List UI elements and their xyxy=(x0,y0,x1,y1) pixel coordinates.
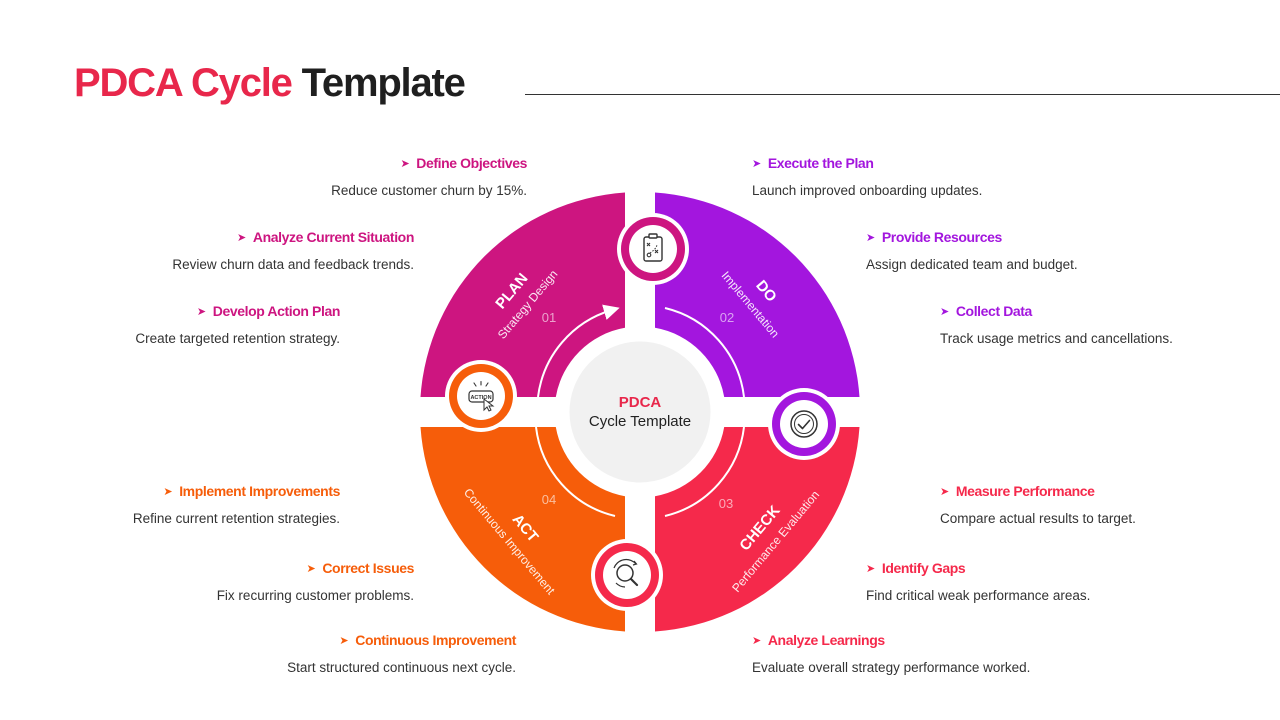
title-divider xyxy=(525,94,1280,95)
plan-inner-arrow xyxy=(537,304,620,398)
arrow-right-icon: ➤ xyxy=(940,486,949,498)
check-segment xyxy=(655,427,860,632)
plan-item-analyze-situation: ➤Analyze Current Situation Review churn … xyxy=(172,229,414,272)
act-inner-line xyxy=(535,426,616,517)
arrow-right-icon: ➤ xyxy=(752,158,761,170)
arrow-right-icon: ➤ xyxy=(400,158,410,170)
checkmark-badge-icon xyxy=(768,388,840,460)
center-title: PDCA xyxy=(619,394,662,411)
arrow-right-icon: ➤ xyxy=(866,563,875,575)
arrow-right-icon: ➤ xyxy=(339,635,349,647)
act-item-implement-improvements: ➤Implement Improvements Refine current r… xyxy=(132,483,341,526)
act-item-continuous-improvement: ➤Continuous Improvement Start structured… xyxy=(287,632,516,675)
do-item-execute-plan: ➤Execute the Plan Launch improved onboar… xyxy=(752,155,983,198)
arrow-right-icon: ➤ xyxy=(196,306,206,318)
check-item-identify-gaps: ➤Identify Gaps Find critical weak perfor… xyxy=(866,560,1091,603)
magnifier-refresh-icon xyxy=(591,539,663,611)
do-segment xyxy=(655,192,860,397)
do-item-collect-data: ➤Collect Data Track usage metrics and ca… xyxy=(940,303,1173,346)
plan-segment xyxy=(420,192,625,397)
center-circle xyxy=(566,338,714,486)
center-subtitle: Cycle Template xyxy=(589,413,691,430)
do-item-provide-resources: ➤Provide Resources Assign dedicated team… xyxy=(866,229,1078,272)
check-inner-line xyxy=(664,426,745,517)
act-item-correct-issues: ➤Correct Issues Fix recurring customer p… xyxy=(216,560,415,603)
title-rest: Template xyxy=(301,61,466,105)
do-number: 02 xyxy=(720,310,734,325)
act-number: 04 xyxy=(542,492,556,507)
strategy-board-icon xyxy=(617,213,689,285)
plan-item-develop-action-plan: ➤Develop Action Plan Create targeted ret… xyxy=(135,303,340,346)
do-inner-line xyxy=(664,307,745,398)
plan-item-define-objectives: ➤Define Objectives Reduce customer churn… xyxy=(331,155,527,198)
arrow-right-icon: ➤ xyxy=(752,635,761,647)
title-accent: PDCA Cycle xyxy=(74,61,293,105)
action-click-icon: ACTION xyxy=(445,360,517,432)
arrow-right-icon: ➤ xyxy=(163,486,173,498)
check-item-measure-performance: ➤Measure Performance Compare actual resu… xyxy=(940,483,1136,526)
plan-number: 01 xyxy=(542,310,556,325)
arrow-right-icon: ➤ xyxy=(866,232,875,244)
action-icon-text: ACTION xyxy=(470,395,491,401)
page-title: PDCA Cycle Template xyxy=(74,58,466,108)
arrow-right-icon: ➤ xyxy=(237,232,246,244)
check-item-analyze-learnings: ➤Analyze Learnings Evaluate overall stra… xyxy=(752,632,1031,675)
arrow-right-icon: ➤ xyxy=(940,306,949,318)
act-segment xyxy=(420,427,625,632)
check-number: 03 xyxy=(719,496,733,511)
arrow-right-icon: ➤ xyxy=(306,563,316,575)
